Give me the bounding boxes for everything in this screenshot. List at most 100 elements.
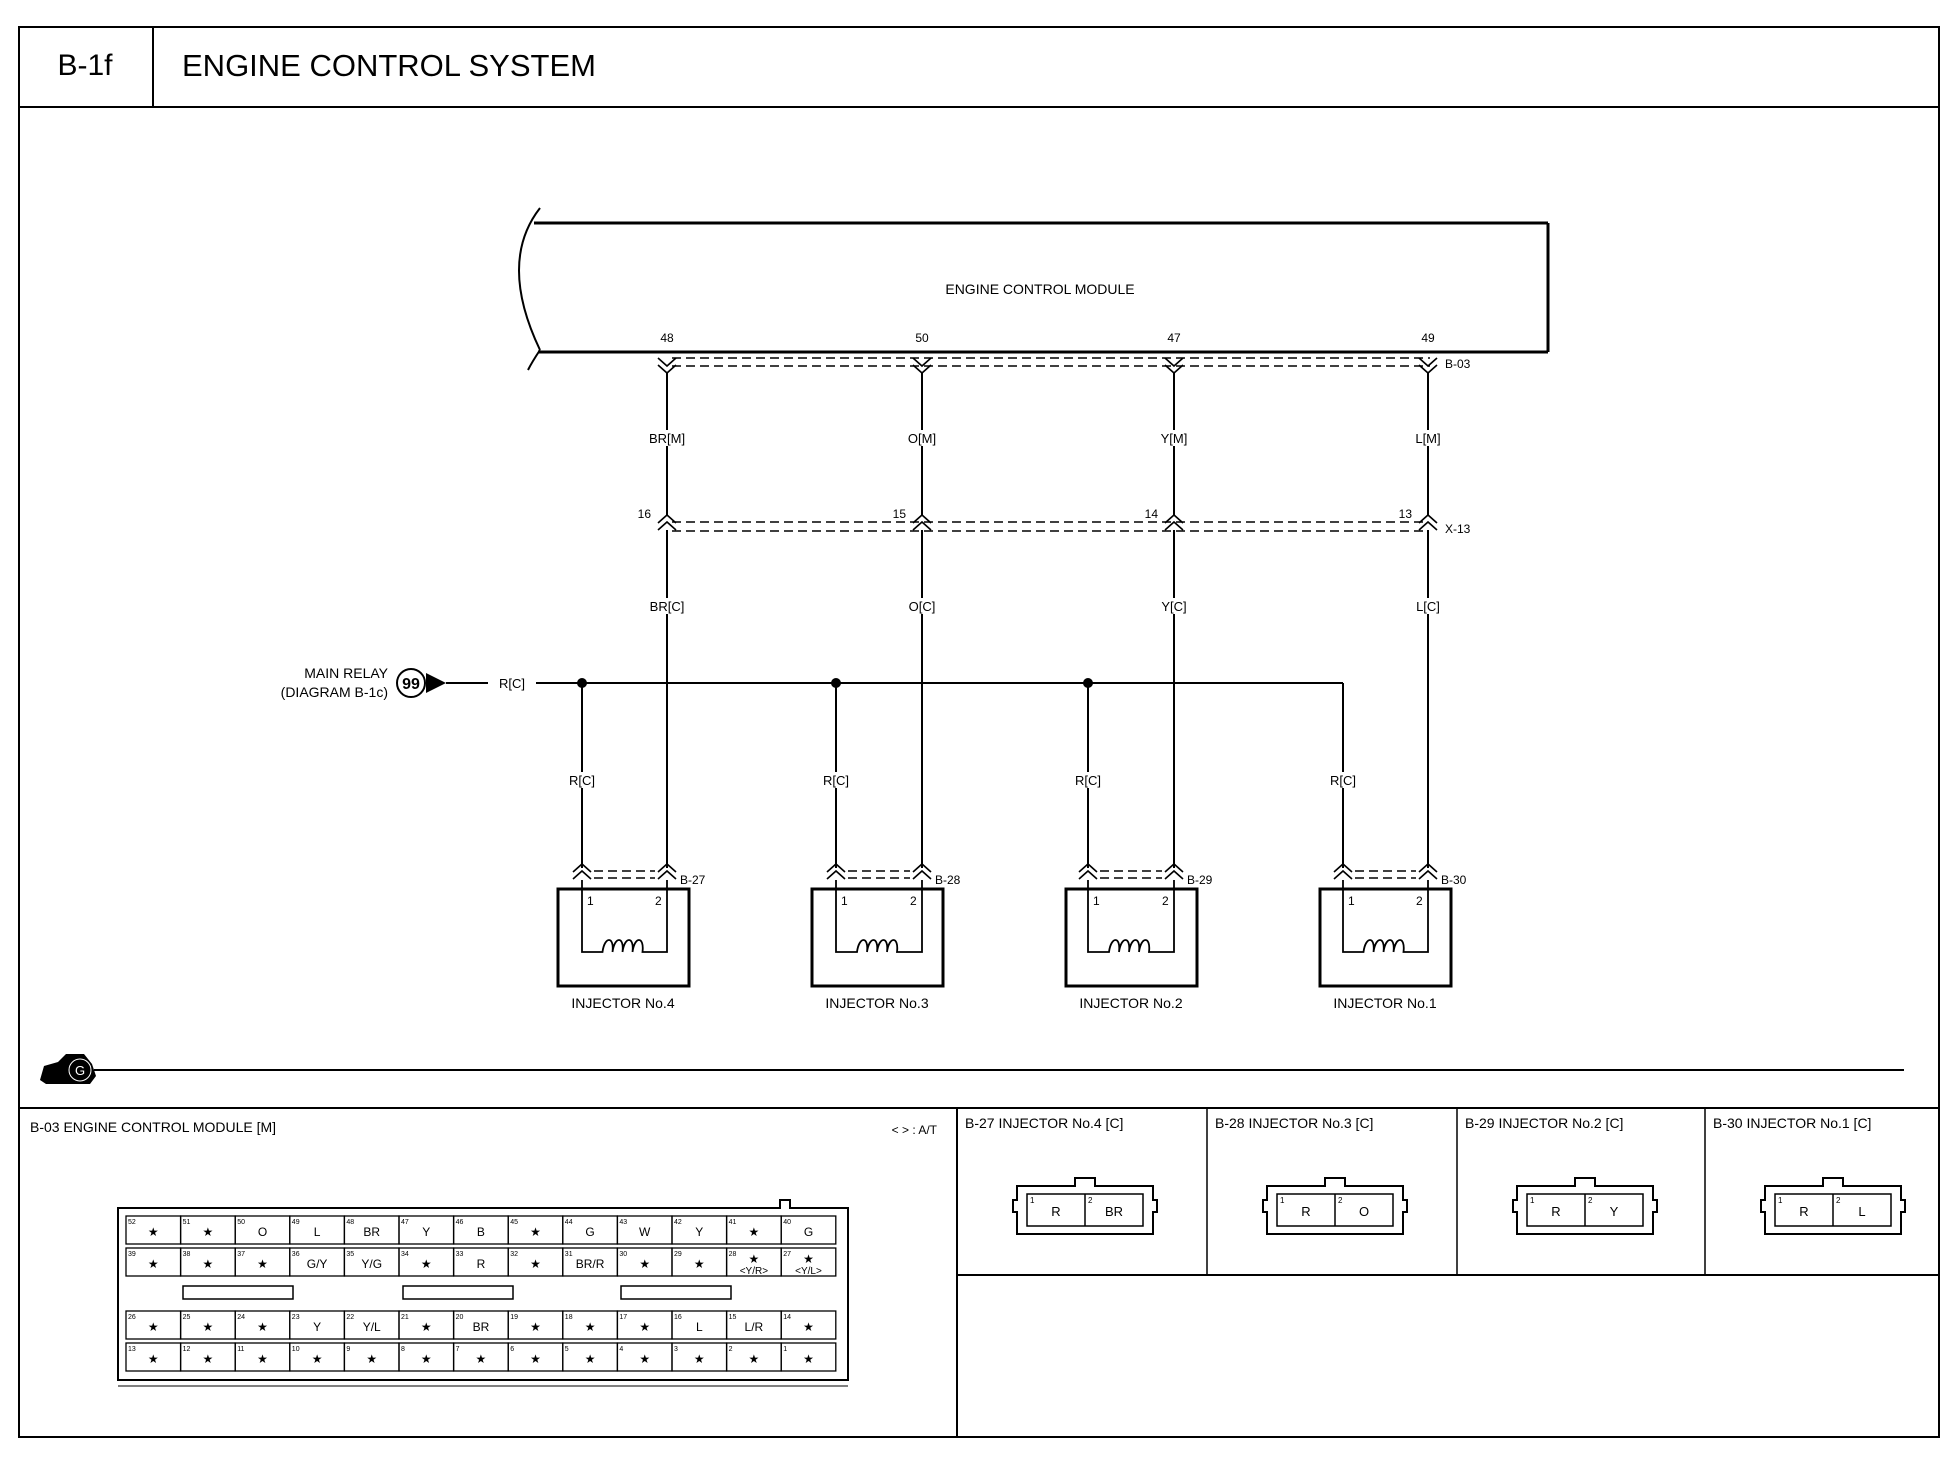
b03-connector-label: B-03: [1445, 357, 1471, 371]
upper-wire-label: BR[M]: [649, 431, 685, 446]
pin-wire-color: ★: [203, 1320, 214, 1334]
wire-label-bg: [1402, 430, 1454, 446]
pin-wire-color: Y/L: [363, 1320, 381, 1334]
injector-pin2-label: 2: [910, 894, 917, 908]
pin-wire-color: Y: [422, 1225, 430, 1239]
x13-pin-number: 13: [1399, 507, 1413, 521]
pin-wire-color: ★: [585, 1352, 596, 1366]
pin-number: 21: [401, 1314, 409, 1321]
ecm-pin-cell: 26★: [125, 1310, 182, 1340]
wire-label-bg: [1066, 772, 1110, 788]
injector-panel-title: B-28 INJECTOR No.3 [C]: [1215, 1115, 1373, 1131]
injector-body: [556, 887, 691, 988]
wire-label-bg: [641, 430, 693, 446]
ecm-pin-cell: 4★: [616, 1342, 673, 1372]
ecm-pin-cell: 24★: [234, 1310, 291, 1340]
connector-pin-number: 1: [1530, 1196, 1535, 1205]
ecm-pin-cell: 22Y/L: [343, 1310, 400, 1340]
pin-number: 22: [346, 1314, 354, 1321]
pin-wire-color: ★: [421, 1352, 432, 1366]
main-relay-ref: 99: [402, 676, 420, 693]
connector-pin2-terminal-icon: [912, 862, 932, 880]
injector-panel-title: B-27 INJECTOR No.4 [C]: [965, 1115, 1123, 1131]
connector-pin2-terminal-icon: [1418, 862, 1438, 880]
ecm-pin-cell: 17★: [616, 1310, 673, 1340]
connector-pin2-terminal-icon: [657, 862, 677, 880]
pin-wire-color: ★: [366, 1352, 377, 1366]
ecm-pin-cell: 44G: [562, 1215, 619, 1245]
connector-pin-wire-color: O: [1359, 1204, 1369, 1219]
wire-label-bg: [1148, 598, 1200, 614]
injector-name: INJECTOR No.2: [1079, 995, 1182, 1011]
pin-wire-color: ★: [148, 1320, 159, 1334]
pin-wire-color: ★: [476, 1352, 487, 1366]
pin-number: 13: [128, 1346, 136, 1353]
ecm-pin-cell: 9★: [343, 1342, 400, 1372]
lower-wire-label: BR[C]: [650, 599, 685, 614]
injector-pin1-label: 1: [1348, 894, 1355, 908]
pin-wire-color: ★: [803, 1320, 814, 1334]
connector-pin-number: 2: [1588, 1196, 1593, 1205]
ecm-pin-cell: 6★: [507, 1342, 564, 1372]
feed-wire-label: R[C]: [1075, 773, 1101, 788]
ecm-pin-cell: 16L: [671, 1310, 728, 1340]
feed-wire-label: R[C]: [1330, 773, 1356, 788]
upper-wire-label: Y[M]: [1161, 431, 1188, 446]
pin-number: 14: [783, 1314, 791, 1321]
x13-connector-label: X-13: [1445, 522, 1471, 536]
injector-panel-title: B-30 INJECTOR No.1 [C]: [1713, 1115, 1871, 1131]
ecm-pin-cell: 21 ★: [398, 1310, 455, 1340]
ecm-pin-cell: 41★: [725, 1215, 782, 1245]
pin-number: 9: [346, 1346, 350, 1353]
connector-pin-wire-color: BR: [1105, 1204, 1123, 1219]
connector-pin-number: 2: [1088, 1196, 1093, 1205]
ecm-connector-face: [117, 1199, 849, 1387]
ecm-pin-cell: 18★: [562, 1310, 619, 1340]
pin-wire-color: ★: [421, 1320, 432, 1334]
pin-number: 30: [619, 1251, 627, 1258]
ecm-pin-cell: 46B: [452, 1215, 509, 1245]
ecm-pin-cell: 32★: [507, 1247, 564, 1277]
ecm-pin-cell: 8★: [398, 1342, 455, 1372]
pin-number: 48: [346, 1219, 354, 1226]
main-relay-sublabel: (DIAGRAM B-1c): [281, 684, 388, 700]
injector-pin2-label: 2: [1162, 894, 1169, 908]
ecm-pin-cell: 11★: [234, 1342, 291, 1372]
pin-wire-color: L: [696, 1320, 703, 1334]
ecm-pin-cell: 15L/R: [725, 1310, 782, 1340]
ecm-pin-cell: 35Y/G: [343, 1247, 400, 1277]
page-frame: [18, 26, 1940, 1438]
pin-number: 11: [237, 1346, 244, 1353]
injector-connector-band: [1100, 870, 1162, 879]
connector-housing: [1760, 1177, 1906, 1235]
ecm-connector-panel-title: B-03 ENGINE CONTROL MODULE [M]: [30, 1119, 276, 1135]
ground-symbol: [40, 1054, 96, 1084]
pin-wire-color: ★: [749, 1225, 760, 1239]
ecm-pin-cell: 29★: [671, 1247, 728, 1277]
relay-wire-label: R[C]: [499, 676, 525, 691]
pin-wire-color: ★: [312, 1352, 323, 1366]
pin-cell-border: [780, 1342, 837, 1372]
injector-body: [1318, 887, 1453, 988]
ecm-pin-cell: 45★: [507, 1215, 564, 1245]
wire-label-bg: [896, 598, 948, 614]
ecm-pin-cell: 14 ★: [780, 1310, 837, 1340]
ecm-pin-cell: 49L: [289, 1215, 346, 1245]
ecm-pin-cell: 10★: [289, 1342, 346, 1372]
pin-number: 16: [674, 1314, 682, 1321]
main-relay-ref-circle: [396, 668, 426, 698]
pin-number: 1: [783, 1346, 787, 1353]
pin-number: 47: [401, 1219, 409, 1226]
pin-wire-color: ★: [585, 1320, 596, 1334]
ecm-pin-cell: 34★: [398, 1247, 455, 1277]
connector-pin1-terminal-icon: [826, 862, 846, 880]
connector-housing: [1012, 1177, 1158, 1235]
page-title: ENGINE CONTROL SYSTEM: [154, 26, 1940, 108]
b03-connector-band: [672, 357, 1430, 367]
pin-wire-color: ★: [639, 1320, 650, 1334]
